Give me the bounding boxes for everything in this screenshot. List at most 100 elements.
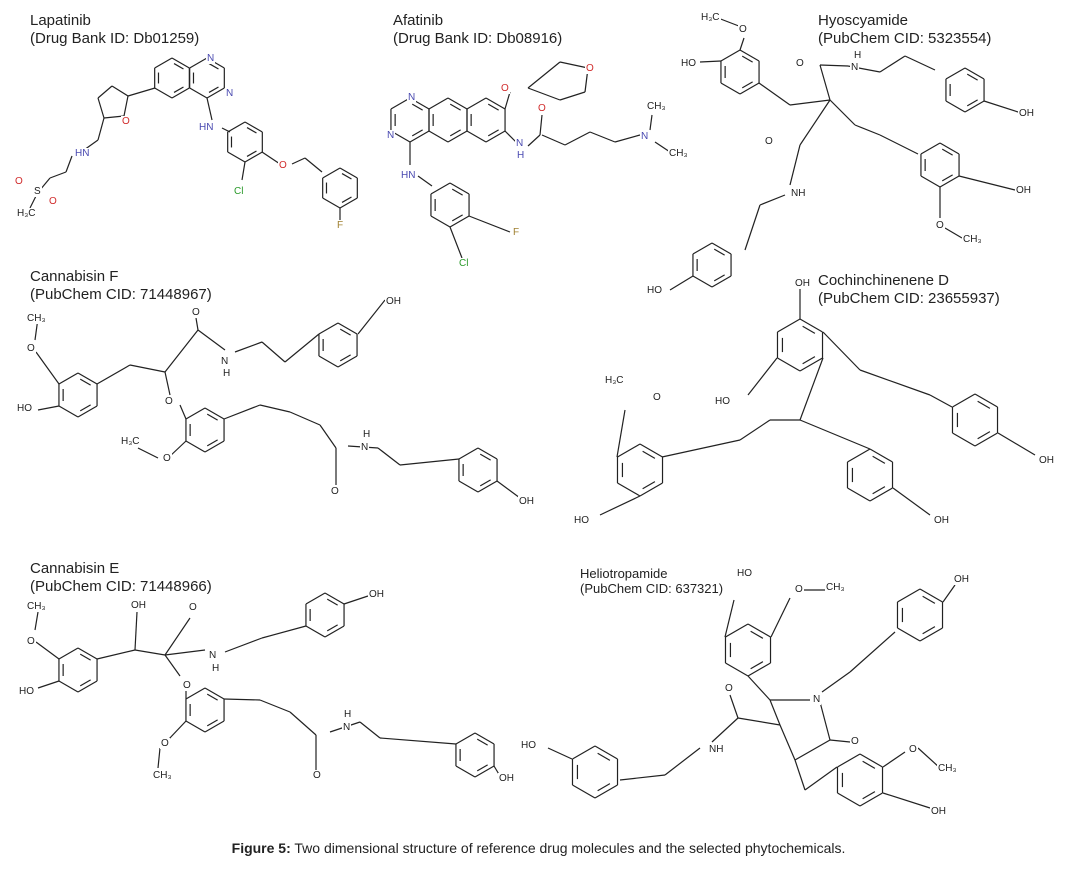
bond — [777, 357, 801, 372]
bond — [35, 641, 60, 660]
bond — [952, 432, 976, 447]
bond — [326, 598, 338, 606]
bond — [922, 626, 936, 635]
bond — [725, 662, 749, 677]
atom-label: O — [794, 584, 804, 595]
atom-label: Cl — [458, 258, 470, 269]
bond — [289, 411, 321, 426]
bond — [892, 487, 931, 516]
atom-label: H — [516, 150, 526, 161]
bond — [417, 175, 433, 187]
bond — [206, 719, 218, 727]
bond — [399, 458, 460, 466]
bond — [466, 97, 487, 110]
bond — [206, 439, 218, 447]
bond — [77, 647, 98, 660]
bond — [639, 482, 663, 497]
atom-label: H — [222, 368, 232, 379]
atom-label: OH — [1015, 185, 1032, 196]
bond — [964, 100, 985, 113]
bond — [837, 753, 861, 768]
bond — [739, 37, 745, 51]
bond — [449, 226, 463, 259]
bond — [428, 97, 449, 110]
bond — [458, 447, 479, 460]
bond — [966, 99, 978, 107]
atom-label: N — [812, 694, 822, 705]
bond — [958, 175, 1016, 191]
atom-label: O — [121, 116, 131, 127]
atom-label: HO — [714, 396, 731, 407]
bond — [747, 675, 771, 701]
bond — [261, 625, 307, 639]
bond — [725, 623, 749, 638]
bond — [711, 242, 732, 255]
bond — [339, 167, 358, 179]
atom-label: OH — [794, 278, 811, 289]
bond — [527, 61, 561, 89]
atom-label: N — [360, 442, 370, 453]
bond — [195, 317, 199, 331]
bond — [669, 275, 694, 291]
atom-label: OH — [498, 773, 515, 784]
bond — [318, 322, 339, 335]
atom-label: H₃C — [120, 436, 141, 447]
atom-label: O — [312, 770, 322, 781]
bond — [337, 322, 358, 335]
bond — [945, 67, 966, 80]
bond — [919, 627, 943, 642]
bond — [206, 413, 218, 421]
bond — [111, 85, 129, 97]
bond — [739, 82, 760, 95]
bond — [164, 371, 171, 396]
atom-label: CH₃ — [152, 770, 173, 781]
bond — [879, 134, 919, 155]
atom-label: CH₃ — [937, 763, 958, 774]
bond — [720, 49, 741, 62]
bond — [974, 393, 998, 408]
bond — [966, 73, 978, 81]
bond — [96, 649, 136, 660]
bond — [357, 299, 386, 335]
bond — [547, 747, 573, 760]
bond — [799, 419, 871, 450]
bond — [246, 127, 257, 134]
bond — [185, 440, 206, 453]
bond — [639, 443, 663, 458]
bond — [758, 82, 791, 106]
bond — [819, 64, 831, 101]
bond — [326, 624, 338, 632]
atom-label: N — [386, 130, 396, 141]
bond — [649, 114, 653, 131]
bond — [869, 448, 893, 463]
bond — [759, 194, 786, 206]
atom-label: O — [26, 636, 36, 647]
bond — [847, 448, 871, 463]
bond — [127, 87, 156, 97]
bond — [246, 150, 257, 157]
molecule-id: (PubChem CID: 637321) — [580, 581, 724, 596]
bond — [479, 453, 491, 461]
bond — [65, 155, 73, 173]
atom-label: H₃C — [16, 208, 37, 219]
atom-label: O — [500, 83, 510, 94]
bond — [305, 625, 326, 638]
bond — [204, 440, 225, 453]
bond — [96, 364, 131, 385]
bond — [189, 87, 208, 99]
bond — [449, 103, 461, 111]
bond — [750, 661, 764, 670]
bond — [739, 419, 771, 441]
atom-label: O — [537, 103, 547, 114]
atom-label: CH₃ — [646, 101, 667, 112]
bond — [642, 450, 656, 459]
bond — [35, 351, 60, 385]
atom-label: HN — [400, 170, 417, 181]
bond — [206, 97, 213, 121]
bond — [224, 637, 263, 653]
bond — [244, 151, 263, 163]
bond — [614, 134, 641, 143]
bond — [134, 611, 138, 651]
bond — [859, 369, 931, 396]
atom-label: N — [225, 88, 235, 99]
